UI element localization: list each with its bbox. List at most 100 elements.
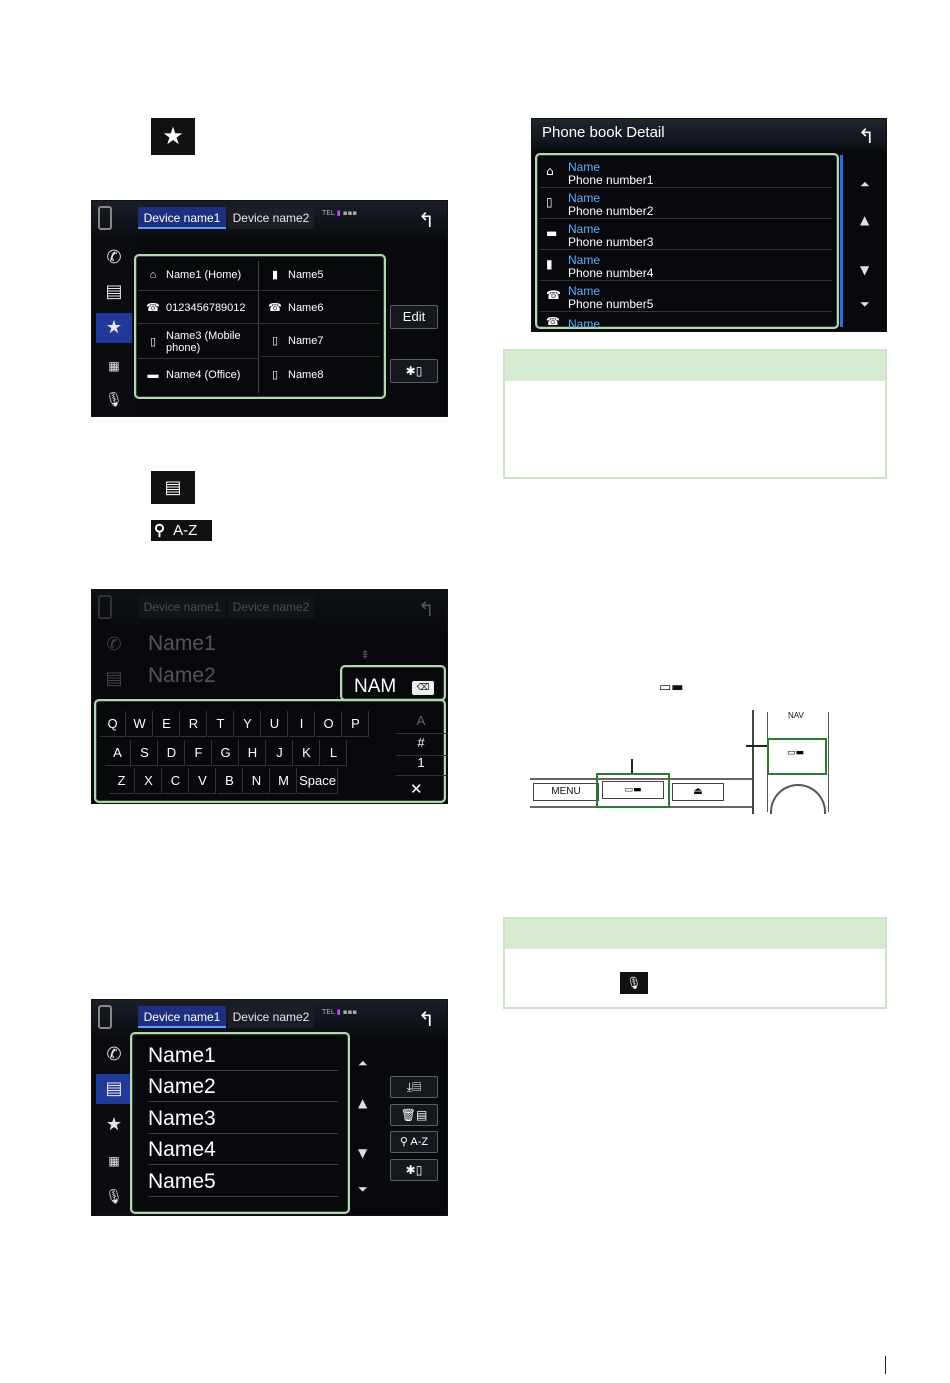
phone-device-icon <box>98 206 112 230</box>
key-y[interactable]: Y <box>235 711 261 737</box>
scroll-up-icon[interactable]: ▲ <box>860 213 870 227</box>
key-z[interactable]: Z <box>109 768 135 794</box>
voice-recognition-icon[interactable]: 🎙 <box>105 1189 123 1205</box>
key-i[interactable]: I <box>289 711 315 737</box>
tab-device-1[interactable]: Device name1 <box>138 207 226 229</box>
office-icon: ▮ <box>546 257 553 271</box>
search-input[interactable]: NAM <box>354 676 397 697</box>
key-b[interactable]: B <box>217 768 243 794</box>
close-icon[interactable]: ✕ <box>410 780 423 798</box>
call-history-icon: ✆ <box>106 634 122 655</box>
scroll-down-icon[interactable]: ▼ <box>860 263 870 277</box>
callout-line <box>631 759 633 773</box>
list-item[interactable]: Name3 <box>148 1103 338 1134</box>
phonebook-icon[interactable]: ▤ <box>105 281 123 302</box>
fav-entry-8[interactable]: ▯Name8 <box>260 359 380 391</box>
fav-entry-5[interactable]: ▯Name3 (Mobile phone) <box>138 325 258 359</box>
list-item[interactable]: Name1 <box>148 1040 338 1071</box>
dialpad-icon[interactable]: ▦ <box>108 1154 120 1168</box>
fav-entry-6[interactable]: ▯Name7 <box>260 325 380 357</box>
tab-device-2[interactable]: Device name2 <box>228 207 314 229</box>
tab-device-1[interactable]: Device name1 <box>138 596 226 618</box>
call-history-icon[interactable]: ✆ <box>106 247 122 268</box>
key-m[interactable]: M <box>271 768 297 794</box>
symbol-mode-key[interactable]: # <box>396 730 446 756</box>
key-p[interactable]: P <box>343 711 369 737</box>
tab-device-1[interactable]: Device name1 <box>138 1006 226 1028</box>
eject-hardware-button: ⏏ <box>672 783 724 801</box>
key-t[interactable]: T <box>208 711 234 737</box>
favorites-grid <box>134 254 386 399</box>
key-v[interactable]: V <box>190 768 216 794</box>
tab-device-2[interactable]: Device name2 <box>228 596 314 618</box>
key-r[interactable]: R <box>181 711 207 737</box>
key-l[interactable]: L <box>321 740 347 766</box>
call-history-icon[interactable]: ✆ <box>106 1044 122 1065</box>
key-x[interactable]: X <box>136 768 162 794</box>
space-key[interactable]: Space <box>298 768 338 794</box>
fav-entry-3[interactable]: ☎0123456789012 <box>138 292 258 324</box>
key-g[interactable]: G <box>213 740 239 766</box>
az-search-button[interactable]: ⚲ A-Z <box>390 1131 438 1153</box>
fav-entry-2[interactable]: ▮Name5 <box>260 259 380 291</box>
scroll-bottom-icon[interactable]: ⏷ <box>358 1182 368 1196</box>
key-u[interactable]: U <box>262 711 288 737</box>
fav-entry-4[interactable]: ☎Name6 <box>260 292 380 324</box>
fav-entry-1[interactable]: ⌂Name1 (Home) <box>138 259 258 291</box>
download-phonebook-button[interactable]: ⤓▤ <box>390 1076 438 1098</box>
scroll-top-icon[interactable]: ⏶ <box>358 1056 368 1070</box>
favorites-icon[interactable]: ★ <box>96 313 132 343</box>
bluetooth-setup-button[interactable]: ✱▯ <box>390 359 438 383</box>
key-k[interactable]: K <box>294 740 320 766</box>
back-button[interactable]: ↰ <box>418 208 435 232</box>
scrollbar[interactable] <box>840 155 843 327</box>
favorites-icon[interactable]: ★ <box>105 1114 123 1135</box>
key-f[interactable]: F <box>186 740 212 766</box>
list-item[interactable]: Name2 <box>148 1071 338 1102</box>
alpha-mode-key[interactable]: A <box>396 708 446 734</box>
delete-phonebook-button[interactable]: 🗑▤ <box>390 1104 438 1126</box>
list-item[interactable]: Name4 <box>148 1134 338 1165</box>
dialpad-icon[interactable]: ▦ <box>108 359 120 373</box>
scroll-down-icon[interactable]: ▼ <box>358 1146 368 1160</box>
scroll-top-icon[interactable]: ⏶ <box>860 177 870 191</box>
back-button[interactable]: ↰ <box>418 597 435 621</box>
page-edge-marker <box>885 1356 886 1374</box>
back-button[interactable]: ↰ <box>418 1007 435 1031</box>
backspace-button[interactable]: ⌫ <box>412 681 434 695</box>
key-h[interactable]: H <box>240 740 266 766</box>
partial-row: ☎ Name <box>546 315 601 329</box>
voice-hardware-button-highlight <box>767 738 827 775</box>
scroll-bottom-icon[interactable]: ⏷ <box>860 297 870 311</box>
voice-recognition-icon[interactable]: 🎙 <box>105 392 123 408</box>
back-button[interactable]: ↰ <box>858 124 875 148</box>
detail-list-frame <box>535 153 839 329</box>
keyboard-frame <box>94 699 446 803</box>
key-w[interactable]: W <box>127 711 153 737</box>
note-box <box>503 349 887 479</box>
number-mode-key[interactable]: 1 <box>396 750 446 776</box>
bluetooth-setup-button[interactable]: ✱▯ <box>390 1159 438 1181</box>
key-o[interactable]: O <box>316 711 342 737</box>
key-a[interactable]: A <box>105 740 131 766</box>
voice-recognition-icon: 🎙 <box>620 972 648 994</box>
edit-button[interactable]: Edit <box>390 305 438 329</box>
fav-entry-7[interactable]: ▬Name4 (Office) <box>147 369 241 381</box>
key-s[interactable]: S <box>132 740 158 766</box>
key-j[interactable]: J <box>267 740 293 766</box>
key-d[interactable]: D <box>159 740 185 766</box>
key-e[interactable]: E <box>154 711 180 737</box>
phonebook-icon[interactable]: ▤ <box>96 1074 132 1104</box>
key-q[interactable]: Q <box>100 711 126 737</box>
scroll-up-icon[interactable]: ▲ <box>358 1096 368 1110</box>
key-c[interactable]: C <box>163 768 189 794</box>
list-item[interactable]: Name5 <box>148 1166 338 1197</box>
key-n[interactable]: N <box>244 768 270 794</box>
tab-device-2[interactable]: Device name2 <box>228 1006 314 1028</box>
office-icon: ▮ <box>271 268 279 281</box>
